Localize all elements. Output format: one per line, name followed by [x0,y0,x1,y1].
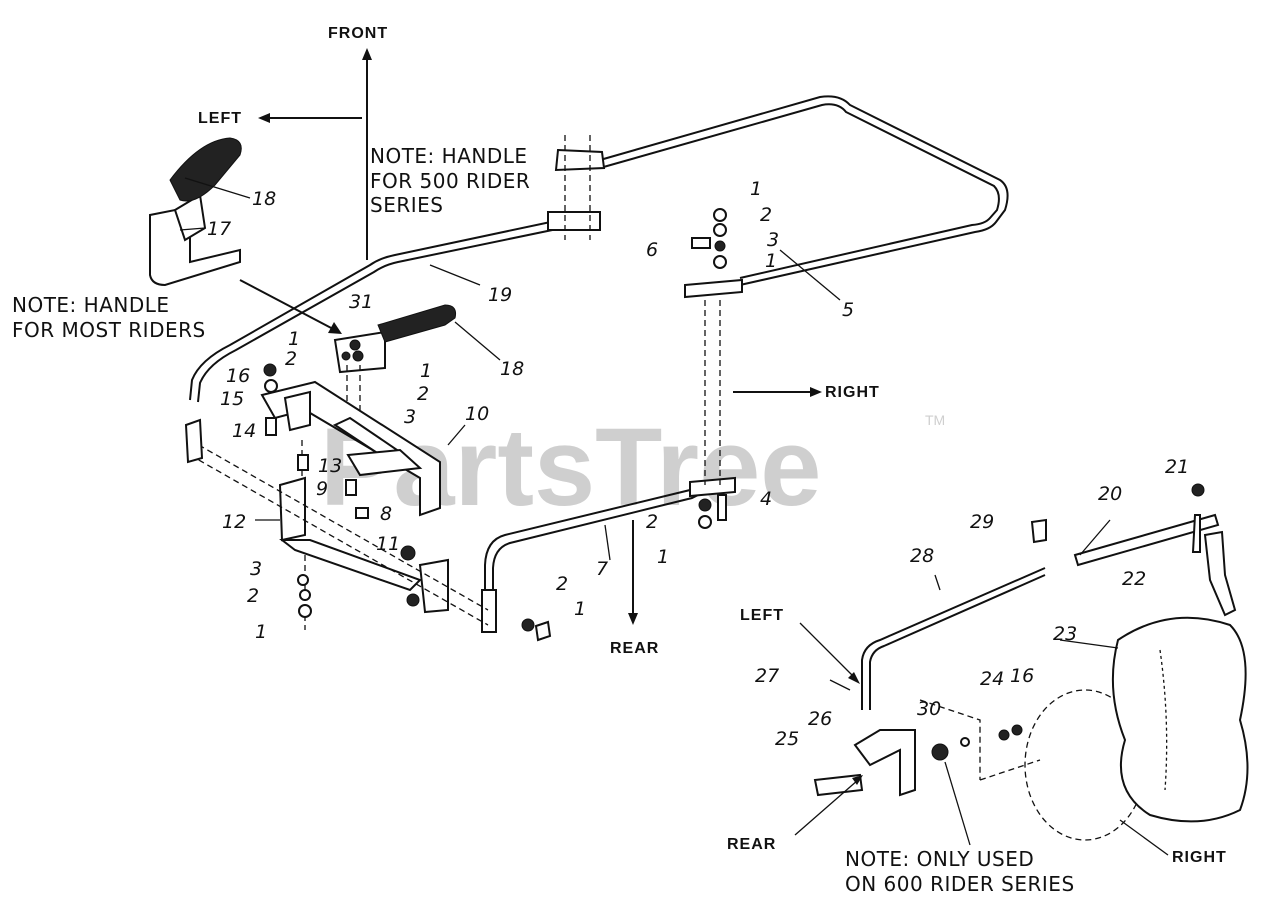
note-line: ON 600 RIDER SERIES [845,872,1075,896]
left-rod-bracket [184,418,204,464]
callout-21: 21 [1165,456,1189,478]
note-line: NOTE: HANDLE [370,144,528,168]
left-hardware [263,363,552,642]
callout-16: 16 [1010,665,1034,687]
pointer-lines [794,622,1169,856]
callout-9: 9 [316,478,328,500]
watermark-tm: TM [925,412,945,428]
left-arrow-top [258,113,362,123]
callout-20: 20 [1098,483,1122,505]
callout-5: 5 [842,299,854,321]
callout-29: 29 [970,511,994,533]
callout-2: 2 [760,204,772,226]
note-line: NOTE: HANDLE [12,293,170,317]
callout-4: 4 [760,488,772,510]
callout-30: 30 [917,698,941,720]
callout-31: 31 [349,291,373,313]
direction-front: FRONT [328,25,388,42]
callout-11: 11 [376,533,400,555]
callout-19: 19 [488,284,512,306]
callout-7: 7 [596,558,608,580]
callout-14: 14 [232,420,256,442]
callout-25: 25 [775,728,799,750]
callout-18: 18 [500,358,524,380]
callout-18: 18 [252,188,276,210]
callout-10: 10 [465,403,489,425]
callout-3: 3 [404,406,416,428]
callout-2: 2 [417,383,429,405]
note-handle-most: NOTE: HANDLE FOR MOST RIDERS [12,293,206,342]
callout-1: 1 [574,598,586,620]
callout-17: 17 [207,218,231,240]
front-arrow [362,48,372,260]
callout-26: 26 [808,708,832,730]
callout-1: 1 [420,360,432,382]
direction-left-top: LEFT [198,110,242,127]
callout-16: 16 [226,365,250,387]
callout-1: 1 [750,178,762,200]
rear-arrow-mid [628,520,638,625]
right-hardware [691,208,727,529]
callout-15: 15 [220,388,244,410]
direction-right-mid: RIGHT [825,384,880,401]
callout-3: 3 [767,229,779,251]
note-line: SERIES [370,193,443,217]
direction-right-bottom: RIGHT [1172,849,1227,866]
callout-8: 8 [380,503,392,525]
callout-2: 2 [556,573,568,595]
direction-rear-bottom: REAR [727,836,776,853]
callout-28: 28 [910,545,934,567]
note-line: FOR MOST RIDERS [12,318,206,342]
callouts: 18 17 31 1 2 18 1 2 3 16 15 14 10 13 9 8… [207,178,1189,750]
callout-3: 3 [250,558,262,580]
mounting-bracket-assembly [260,380,449,614]
rear-bail-frame [189,95,1009,403]
callout-1: 1 [255,621,267,643]
callout-22: 22 [1122,568,1146,590]
arrow-handle-most [239,279,336,331]
callout-1: 1 [288,328,300,350]
callout-6: 6 [646,239,658,261]
callout-2: 2 [646,511,658,533]
direction-rear-mid: REAR [610,640,659,657]
handle-most-riders [149,137,242,287]
callout-23: 23 [1053,623,1077,645]
callout-27: 27 [755,665,779,687]
note-line: FOR 500 RIDER [370,169,530,193]
callout-13: 13 [318,455,342,477]
callout-2: 2 [247,585,259,607]
direction-left-bottom: LEFT [740,607,784,624]
note-handle-500: NOTE: HANDLE FOR 500 RIDER SERIES [370,144,530,217]
right-assembly [813,483,1249,841]
callout-2: 2 [285,348,297,370]
handle-500-series [333,304,456,374]
callout-1: 1 [657,546,669,568]
rear-rod [481,476,736,633]
note-only-600: NOTE: ONLY USED ON 600 RIDER SERIES [845,847,1075,896]
leader-lines [179,177,1119,649]
callout-24: 24 [980,668,1004,690]
note-line: NOTE: ONLY USED [845,847,1034,871]
right-arrow-mid [733,387,822,397]
callout-12: 12 [222,511,246,533]
callout-1: 1 [765,250,777,272]
